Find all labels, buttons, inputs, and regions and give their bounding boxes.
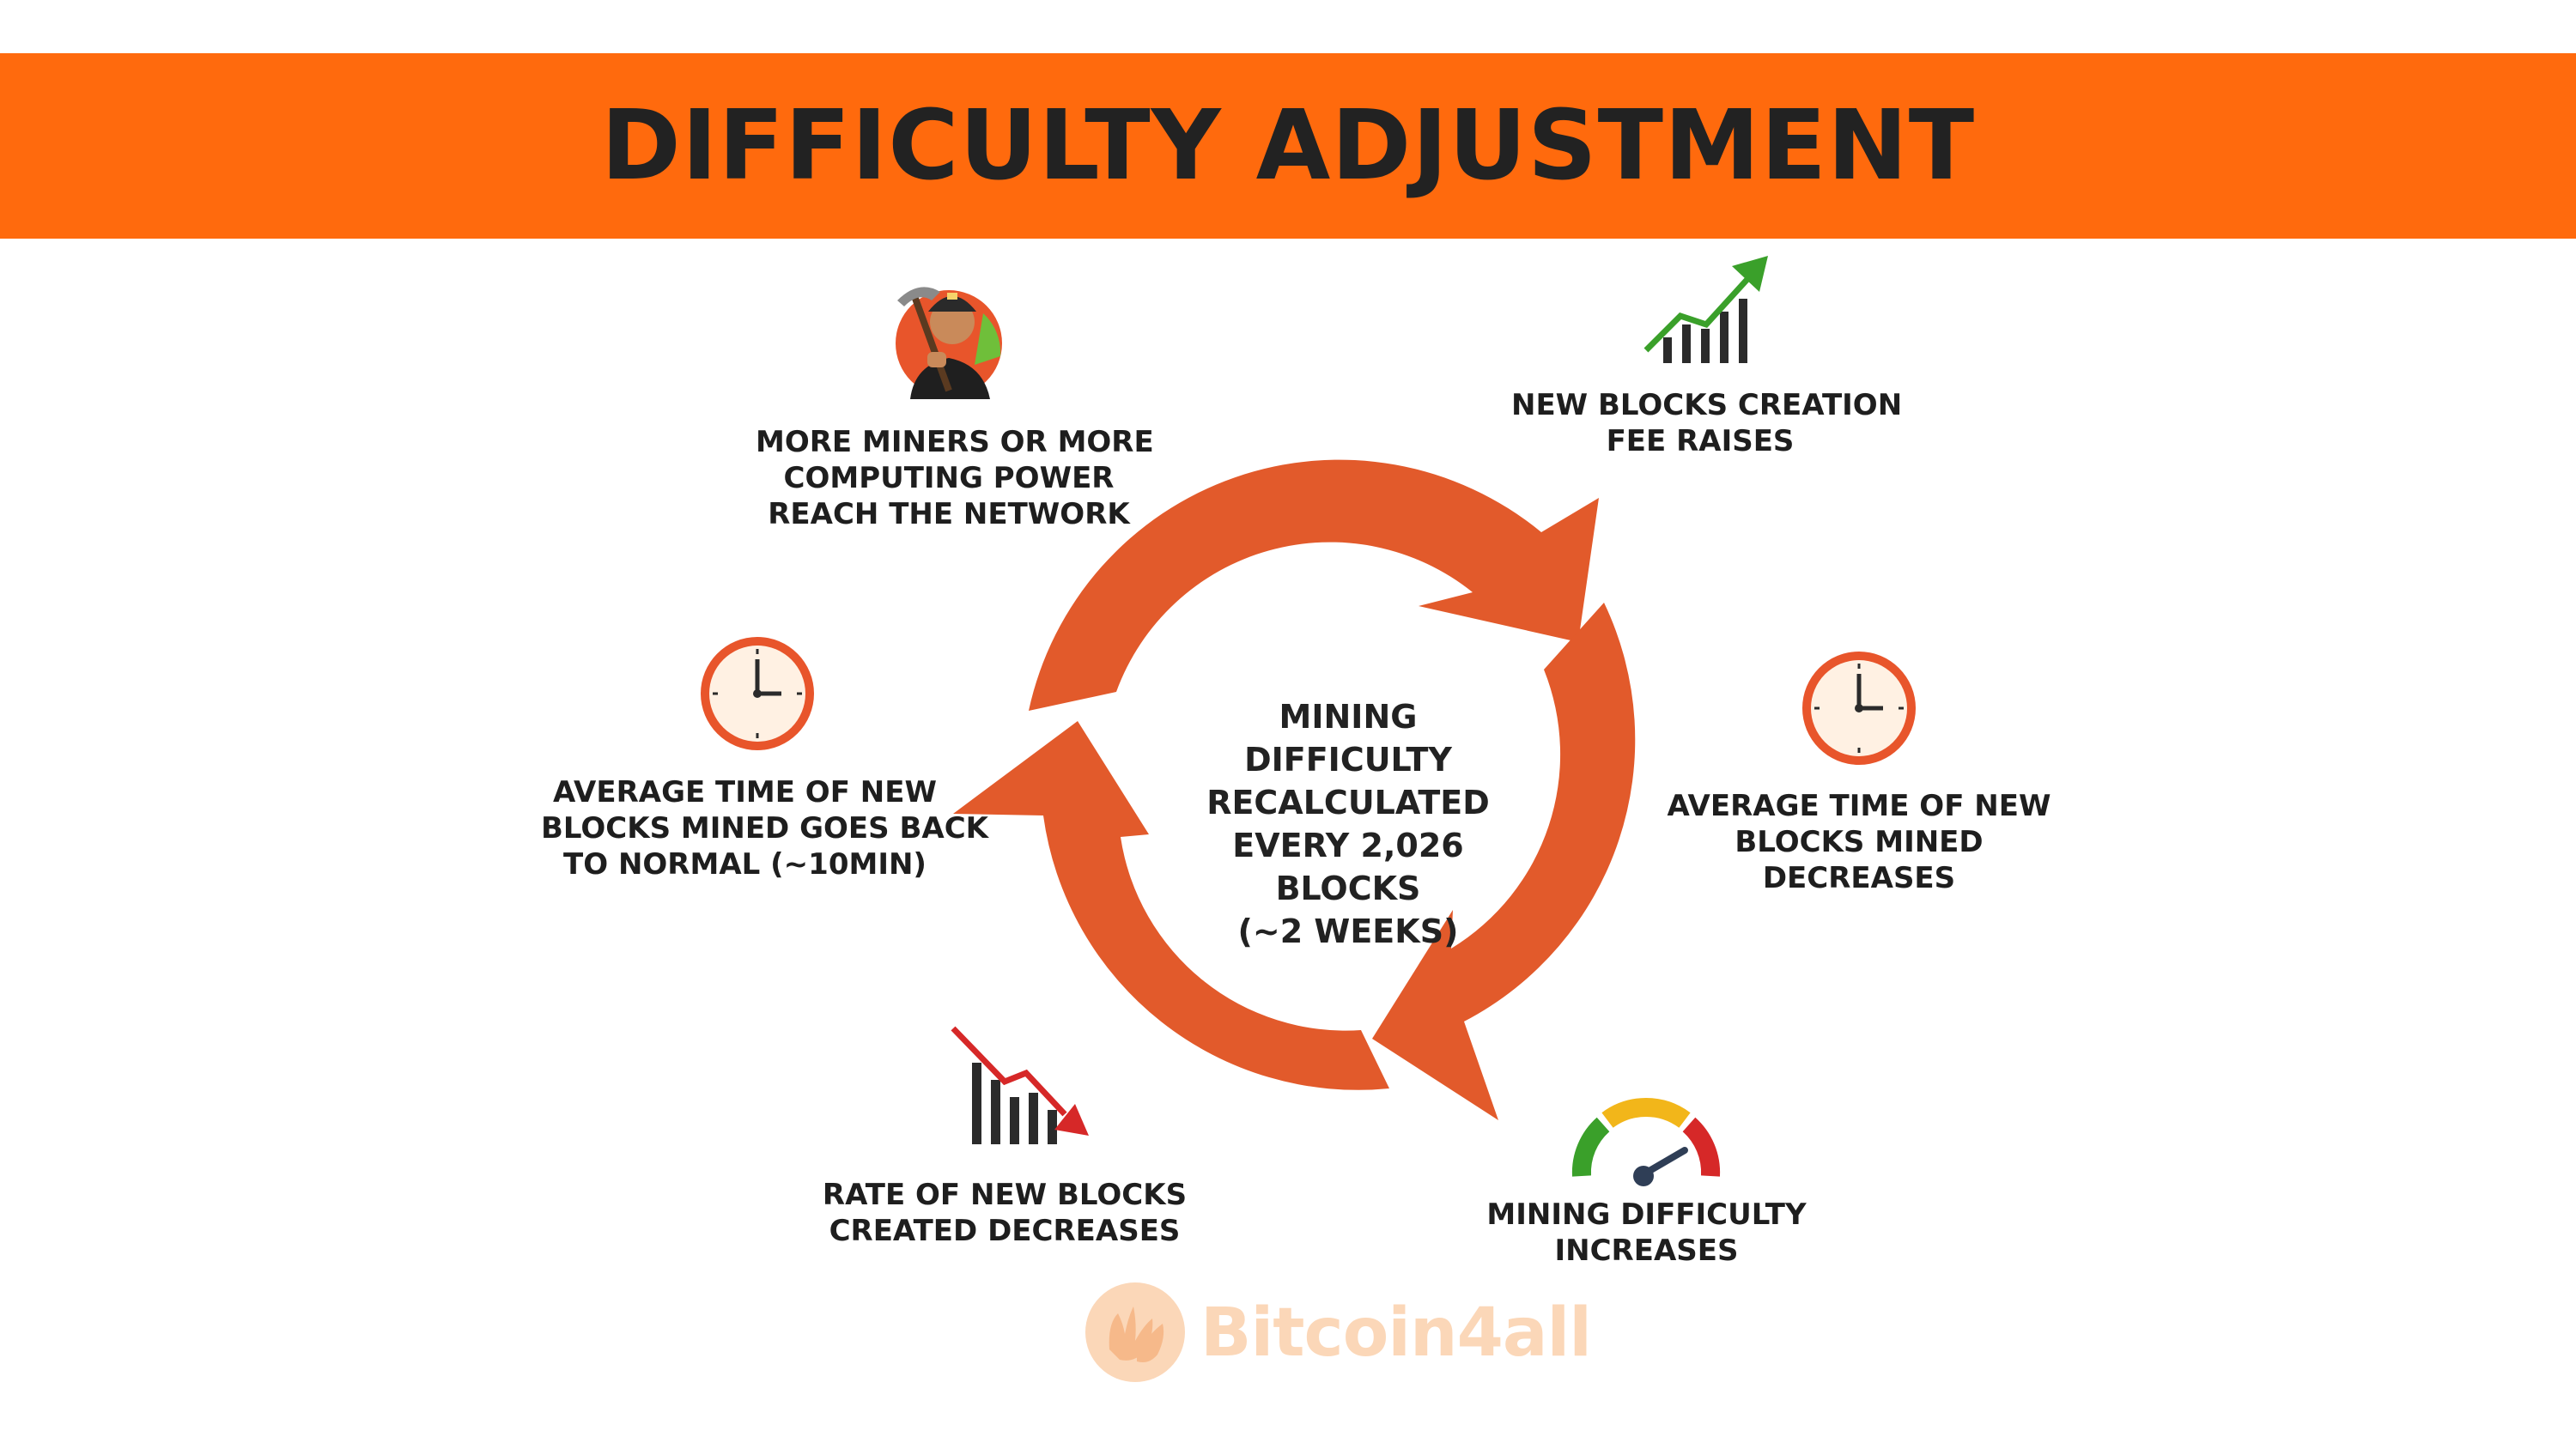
label-line: TO NORMAL (~10MIN) bbox=[563, 847, 927, 882]
page-title: DIFFICULTY ADJUSTMENT bbox=[600, 90, 1976, 202]
miner-icon bbox=[896, 287, 1002, 399]
step-time-decreases-label: AVERAGE TIME OF NEW BLOCKS MINED DECREAS… bbox=[1666, 788, 2052, 896]
step-miners-label: MORE MINERS OR MORE COMPUTING POWER REAC… bbox=[756, 424, 1154, 532]
hands-logo-icon bbox=[1085, 1282, 1185, 1382]
label-line: INCREASES bbox=[1554, 1234, 1739, 1268]
label-line: DECREASES bbox=[1762, 861, 1956, 895]
label-line: AVERAGE TIME OF NEW bbox=[1667, 789, 2051, 823]
clock-icon bbox=[701, 637, 814, 750]
center-line: MINING DIFFICULTY bbox=[1244, 698, 1452, 779]
step-difficulty-increases-label: MINING DIFFICULTY INCREASES bbox=[1485, 1197, 1807, 1269]
chart-down-icon bbox=[951, 1026, 1089, 1144]
center-text: MINING DIFFICULTY RECALCULATED EVERY 2,0… bbox=[1176, 695, 1520, 953]
step-fee-label: NEW BLOCKS CREATION FEE RAISES bbox=[1511, 387, 1903, 459]
gauge-icon bbox=[1571, 1098, 1721, 1186]
label-line: MINING DIFFICULTY bbox=[1486, 1197, 1807, 1232]
chart-up-icon bbox=[1643, 256, 1768, 363]
step-time-normal-label: AVERAGE TIME OF NEW BLOCKS MINED GOES BA… bbox=[541, 774, 989, 882]
step-rate-decreases-label: RATE OF NEW BLOCKS CREATED DECREASES bbox=[816, 1177, 1194, 1249]
label-line: BLOCKS MINED bbox=[1735, 825, 1984, 859]
label-line: MORE MINERS OR MORE bbox=[756, 425, 1154, 459]
clock-icon bbox=[1802, 652, 1916, 765]
watermark-text: Bitcoin4all bbox=[1200, 1294, 1592, 1372]
cycle-arrow-top bbox=[1029, 459, 1599, 711]
center-line: EVERY 2,026 BLOCKS bbox=[1232, 827, 1464, 907]
label-line: COMPUTING POWER bbox=[783, 461, 1115, 495]
cycle-arrow-right bbox=[1372, 603, 1636, 1120]
label-line: CREATED DECREASES bbox=[829, 1214, 1181, 1248]
cycle-arrows bbox=[953, 459, 1636, 1120]
center-line: RECALCULATED bbox=[1206, 784, 1490, 822]
label-line: RATE OF NEW BLOCKS bbox=[822, 1178, 1188, 1212]
label-line: NEW BLOCKS CREATION bbox=[1511, 388, 1903, 422]
label-line: AVERAGE TIME OF NEW bbox=[553, 775, 937, 809]
header-banner: DIFFICULTY ADJUSTMENT bbox=[0, 53, 2576, 239]
label-line: FEE RAISES bbox=[1606, 424, 1795, 458]
cycle-arrow-left bbox=[953, 721, 1389, 1090]
center-line: (~2 WEEKS) bbox=[1237, 912, 1459, 950]
label-line: BLOCKS MINED GOES BACK bbox=[541, 811, 989, 846]
label-line: REACH THE NETWORK bbox=[768, 497, 1130, 531]
